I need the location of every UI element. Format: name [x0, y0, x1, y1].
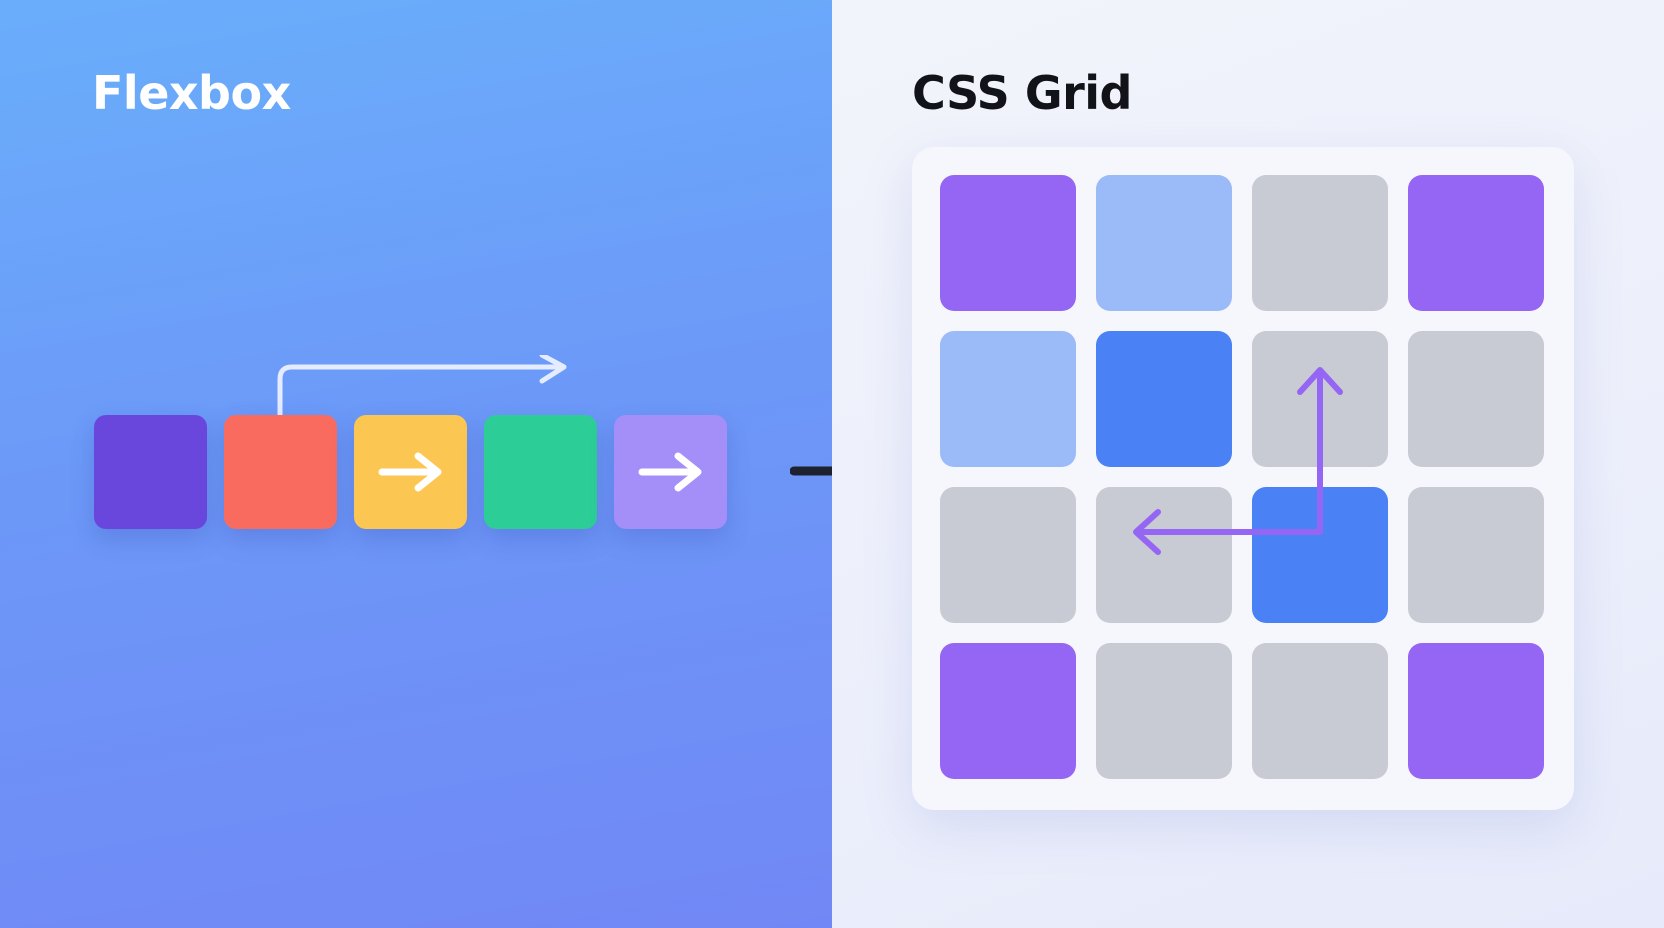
grid-cell-5 [940, 331, 1076, 467]
grid-cell-8 [1408, 331, 1544, 467]
grid-cell-11 [1252, 487, 1388, 623]
grid-cell-3 [1252, 175, 1388, 311]
grid-cell-15 [1252, 643, 1388, 779]
grid-cell-13 [940, 643, 1076, 779]
flex-item-2 [224, 415, 337, 529]
arrow-right-icon [638, 452, 701, 492]
flex-container [94, 415, 727, 529]
flex-item-3 [354, 415, 467, 529]
grid-cell-2 [1096, 175, 1232, 311]
grid-cell-9 [940, 487, 1076, 623]
flex-item-1 [94, 415, 207, 529]
grid-cell-16 [1408, 643, 1544, 779]
reorder-arrow-icon [277, 355, 567, 422]
css-grid-title: CSS Grid [912, 66, 1132, 120]
grid-cell-1 [940, 175, 1076, 311]
grid-cell-10 [1096, 487, 1232, 623]
grid-cell-14 [1096, 643, 1232, 779]
flex-item-4 [484, 415, 597, 529]
arrow-right-icon [378, 452, 441, 492]
grid-cell-12 [1408, 487, 1544, 623]
grid-container [912, 147, 1574, 810]
grid-cell-7 [1252, 331, 1388, 467]
flex-item-5 [614, 415, 727, 529]
grid [940, 175, 1544, 779]
grid-cell-6 [1096, 331, 1232, 467]
grid-cell-4 [1408, 175, 1544, 311]
flexbox-title: Flexbox [92, 66, 291, 120]
flexbox-panel: Flexbox [0, 0, 881, 928]
